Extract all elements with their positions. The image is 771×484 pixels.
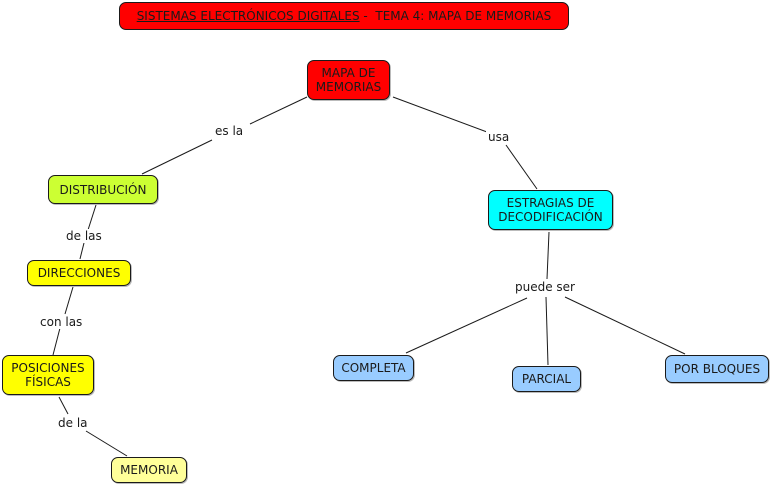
node-label: PARCIAL [521,372,572,386]
line-puedeser-parcial [545,296,549,366]
line-dela-memoria [85,430,128,457]
line-puedeser-bloques [564,296,686,355]
line-estrategias-puedeser [546,231,550,280]
line-root-usa [392,96,488,133]
line-root-esla [249,96,308,125]
link-label-de-la: de la [56,416,90,430]
node-label-line2: MEMORIAS [315,80,382,94]
link-label-puede-ser: puede ser [513,280,577,294]
line-direcciones-conlas [64,286,74,315]
line-distribucion-delas [87,204,97,231]
course-title-link[interactable]: SISTEMAS ELECTRÓNICOS DIGITALES [136,9,360,23]
title-separator: - [359,9,376,23]
node-label-line2: DECODIFICACIÓN [498,210,603,224]
node-por-bloques[interactable]: POR BLOQUES [665,355,769,383]
node-label: DISTRIBUCIÓN [59,182,147,197]
topic-title: TEMA 4: MAPA DE MEMORIAS [375,9,552,23]
line-usa-estrategias [505,144,538,190]
line-posiciones-dela [58,396,69,415]
node-label-line1: MAPA DE [321,66,376,80]
line-puedeser-completa [405,297,528,354]
node-label-line1: POSICIONES [11,361,85,375]
node-label: POR BLOQUES [673,362,761,376]
link-label-de-las: de las [64,229,104,243]
link-label-es-la: es la [213,124,246,138]
line-esla-distribucion [141,139,213,175]
node-memoria[interactable]: MEMORIA [111,457,187,483]
link-label-con-las: con las [38,315,85,329]
node-posiciones-fisicas[interactable]: POSICIONES FÍSICAS [2,355,94,395]
link-label-usa: usa [486,130,512,144]
node-distribucion[interactable]: DISTRIBUCIÓN [48,175,158,204]
line-delas-direcciones [79,242,85,260]
node-estrategias-decodificacion[interactable]: ESTRAGIAS DE DECODIFICACIÓN [488,190,613,230]
node-label: MEMORIA [120,463,178,477]
node-label: COMPLETA [341,361,406,375]
node-label-line2: FÍSICAS [25,375,71,389]
node-completa[interactable]: COMPLETA [333,355,414,381]
node-parcial[interactable]: PARCIAL [512,366,581,392]
node-mapa-de-memorias[interactable]: MAPA DE MEMORIAS [307,60,390,100]
node-direcciones[interactable]: DIRECCIONES [27,260,131,286]
node-label: DIRECCIONES [37,266,121,280]
node-label-line1: ESTRAGIAS DE [506,196,595,210]
map-title-banner: SISTEMAS ELECTRÓNICOS DIGITALES - TEMA 4… [119,2,569,30]
line-conlas-posiciones [52,327,61,356]
